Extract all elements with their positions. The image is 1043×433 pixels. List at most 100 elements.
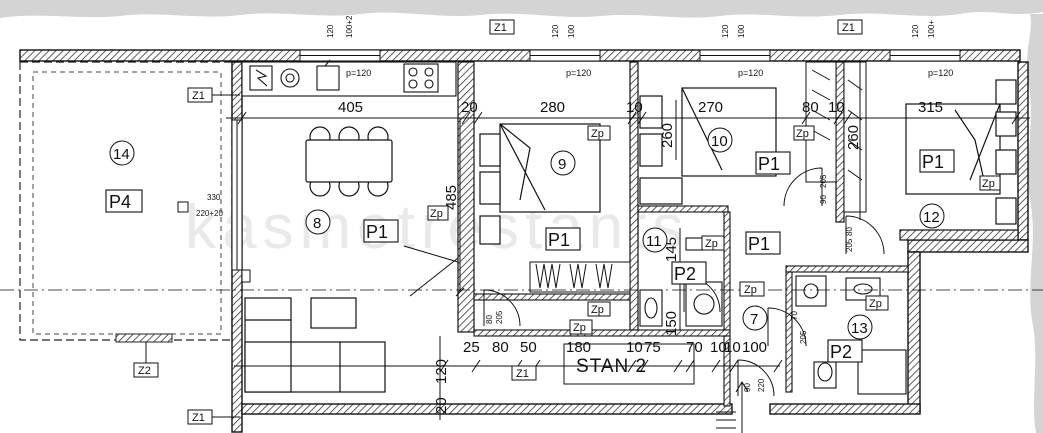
room-number-10: 10: [711, 133, 728, 150]
window-height-1b: 100+2: [345, 15, 354, 38]
wall-tag-z1-top-a: Z1: [494, 22, 507, 34]
dim-bottom-50: 50: [520, 339, 537, 356]
wall-tag-z1-top-b: Z1: [842, 22, 855, 34]
dim-bottom-70: 70: [686, 339, 703, 356]
dim-bottom-100: 100: [742, 339, 767, 356]
room-number-12: 12: [923, 209, 940, 226]
balcony-fixture: [177, 201, 189, 213]
door-label-2a: 70: [790, 311, 799, 320]
room-code-11: P2: [674, 264, 696, 284]
bed-room-12: [905, 79, 1017, 225]
sofa: [244, 297, 386, 393]
dim-vert-150: 150: [663, 311, 680, 336]
stan-box: [563, 343, 695, 385]
door-label-3a: 90: [819, 195, 828, 204]
balcony-door-height: 220+20: [196, 209, 223, 218]
wall-tag-z1-hall: Z1: [516, 368, 529, 380]
wall-closet-right: [835, 61, 845, 223]
room-code-9: P1: [548, 230, 570, 250]
fixture-tag-zp-5: Zp: [573, 322, 586, 334]
wall-tag-z2: Z2: [138, 365, 151, 377]
window-height-1a: 120: [326, 24, 335, 38]
window-top-4: [889, 49, 961, 62]
window-top-2: [529, 49, 601, 62]
wall-hall-bottom: [473, 329, 731, 337]
fixture-tag-zp-4: Zp: [591, 304, 604, 316]
room-code-7: P1: [748, 234, 770, 254]
torn-top-edge: [0, 0, 1043, 18]
window-height-4a: 120: [911, 24, 920, 38]
wall-bath13-top: [785, 265, 909, 273]
door-label-4b: 205: [845, 238, 854, 252]
window-height-3a: 120: [721, 24, 730, 38]
wall-right-step: [907, 239, 1029, 253]
dim-bottom-180: 180: [566, 339, 591, 356]
fixture-tag-zp-6: Zp: [744, 284, 757, 296]
wall-room12-bottom: [899, 229, 1019, 241]
dim-top-405: 405: [338, 99, 363, 116]
door-label-5b: 220: [757, 378, 766, 392]
wardrobe-hall: [529, 261, 631, 293]
wall-living-bedroom: [457, 61, 475, 333]
wall-bath11-right: [723, 211, 731, 331]
dim-vert-260b: 260: [845, 125, 862, 150]
fixture-tag-zp-9: Zp: [796, 128, 809, 140]
room-number-11: 11: [646, 233, 662, 250]
dim-bottom-10b: 10: [710, 339, 727, 356]
door-label-3b: 205: [819, 174, 828, 188]
fixture-tag-boxes: [427, 125, 1001, 335]
window-height-3b: 100: [737, 24, 746, 38]
room-code-10: P1: [758, 154, 780, 174]
wall-top: [19, 49, 1021, 62]
wall-tag-z1-left: Z1: [192, 90, 205, 102]
kitchen-sill-label: p=120: [346, 68, 371, 78]
sill-label-3: p=120: [738, 68, 763, 78]
wall-right-lower: [907, 251, 921, 413]
room-number-8: 8: [313, 215, 321, 232]
door-label-5a: 90: [743, 383, 752, 392]
dim-vert-260a: 260: [659, 123, 676, 148]
bed-room-9: [479, 123, 601, 245]
wall-right-upper: [1017, 61, 1029, 241]
dim-top-10a: 10: [626, 99, 643, 116]
room-code-14: P4: [109, 192, 131, 212]
dim-top-270: 270: [698, 99, 723, 116]
room-code-13: P2: [830, 342, 852, 362]
leader-line-8b: [403, 245, 459, 263]
window-height-2b: 100: [567, 24, 576, 38]
fixture-tag-zp-1: Zp: [591, 128, 604, 140]
dim-top-10b: 10: [828, 99, 845, 116]
dim-vert-485: 485: [443, 185, 460, 210]
dim-top-315: 315: [918, 99, 943, 116]
wall-tag-z1-bottom: Z1: [192, 412, 205, 424]
door-label-1a: 80: [485, 315, 494, 324]
stair-arrow: [716, 381, 749, 433]
dining-table: [305, 126, 393, 197]
room-number-7: 7: [750, 311, 758, 328]
sill-label-4: p=120: [928, 68, 953, 78]
fixture-tag-zp-7: Zp: [869, 298, 882, 310]
watermark-text: kasmetrestants: [185, 193, 689, 262]
fixture-tag-zp-2: Zp: [430, 208, 443, 220]
window-height-2a: 120: [551, 24, 560, 38]
coffee-table: [310, 297, 357, 329]
balcony-railing-drain: [115, 333, 173, 343]
dim-vert-145: 145: [663, 237, 680, 262]
dim-bottom-80: 80: [492, 339, 509, 356]
door-label-2b: 205: [799, 330, 808, 344]
dim-top-20: 20: [461, 99, 478, 116]
dim-vert-20: 20: [433, 397, 450, 414]
room-number-9: 9: [558, 156, 566, 173]
window-height-4b: 100+: [927, 20, 936, 38]
bath-11-fixtures: [639, 237, 723, 327]
room-code-12: P1: [922, 152, 944, 172]
wall-bath11-top: [637, 205, 729, 213]
window-top-3: [699, 49, 771, 62]
wall-bottom-right: [769, 403, 921, 415]
wall-bath13-left: [785, 271, 793, 393]
room-number-circles: [109, 127, 945, 340]
balcony-door: [231, 119, 243, 271]
door-label-1b: 205: [495, 310, 504, 324]
dim-bottom-25: 25: [463, 339, 480, 356]
